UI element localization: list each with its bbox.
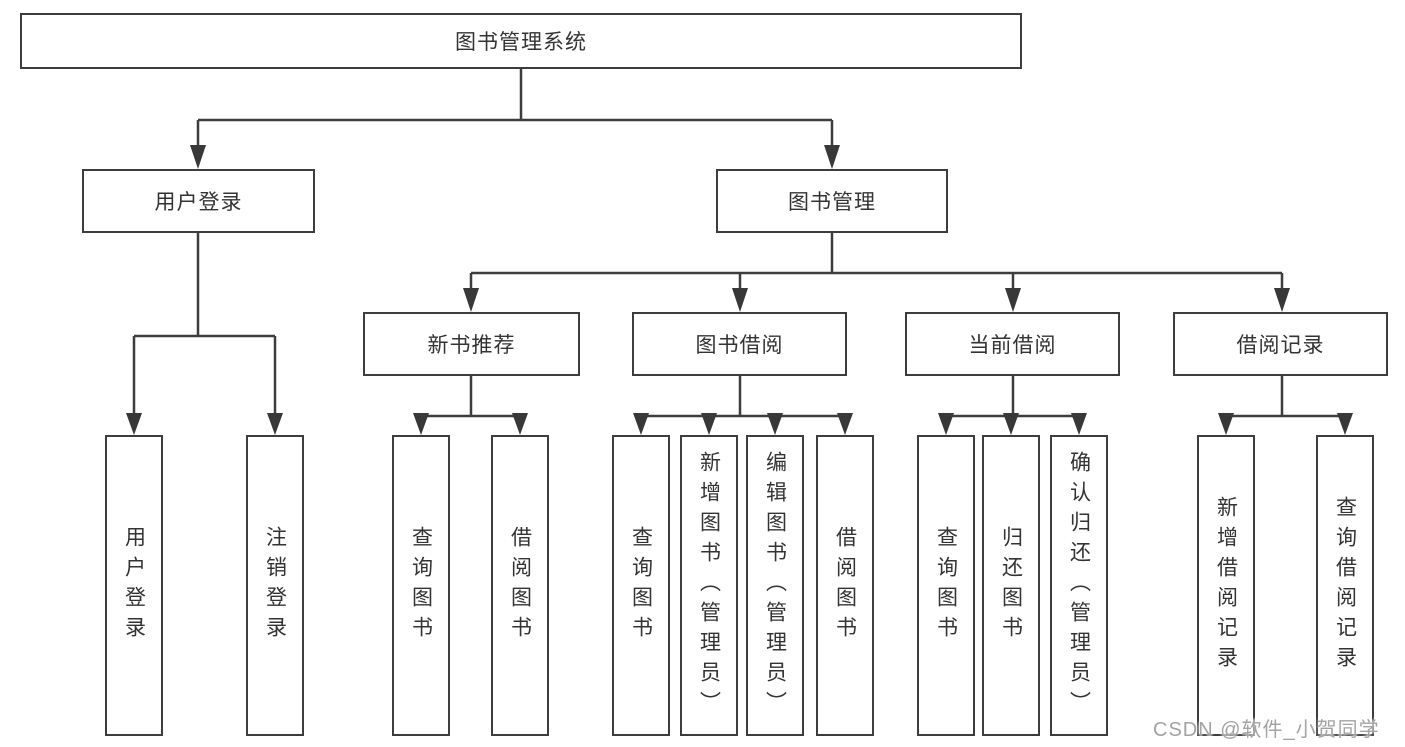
node-label: 确认归还（管理员） [1067, 450, 1091, 721]
node-label: 查询借阅记录 [1333, 495, 1357, 676]
leaf-return-books: 归还图书 [982, 435, 1040, 736]
leaf-query-borrow-record: 查询借阅记录 [1316, 435, 1374, 736]
leaf-edit-books-admin: 编辑图书（管理员） [746, 435, 804, 736]
node-borrowing-records: 借阅记录 [1173, 312, 1388, 376]
node-label: 借阅图书 [833, 525, 857, 646]
node-label: 用户登录 [154, 191, 243, 214]
node-label: 用户登录 [122, 525, 146, 646]
node-label: 注销登录 [263, 525, 287, 646]
node-label: 新书推荐 [427, 334, 516, 357]
leaf-user-login: 用户登录 [105, 435, 163, 736]
node-label: 图书借阅 [695, 334, 784, 357]
node-root-library-system: 图书管理系统 [20, 13, 1022, 69]
leaf-borrow-books: 借阅图书 [816, 435, 874, 736]
node-label: 图书管理系统 [455, 31, 587, 54]
leaf-query-books-recommend: 查询图书 [392, 435, 450, 736]
leaf-logout: 注销登录 [246, 435, 304, 736]
leaf-query-books-current: 查询图书 [917, 435, 975, 736]
node-current-borrowing: 当前借阅 [905, 312, 1120, 376]
node-label: 查询图书 [629, 525, 653, 646]
node-label: 借阅记录 [1236, 334, 1325, 357]
node-label: 归还图书 [999, 525, 1023, 646]
leaf-query-books-borrowing: 查询图书 [612, 435, 670, 736]
leaf-add-books-admin: 新增图书（管理员） [680, 435, 738, 736]
node-label: 新增图书（管理员） [697, 450, 721, 721]
leaf-borrow-books-recommend: 借阅图书 [491, 435, 549, 736]
node-new-book-recommendation: 新书推荐 [363, 312, 580, 376]
arrowheads [126, 145, 1353, 435]
node-label: 查询图书 [409, 525, 433, 646]
node-label: 查询图书 [934, 525, 958, 646]
node-book-management: 图书管理 [716, 169, 948, 233]
node-label: 编辑图书（管理员） [763, 450, 787, 721]
leaf-confirm-return-admin: 确认归还（管理员） [1050, 435, 1108, 736]
node-label: 当前借阅 [968, 334, 1057, 357]
node-label: 图书管理 [788, 191, 876, 214]
csdn-watermark: CSDN @软件_小贺同学 [1153, 719, 1380, 741]
node-label: 新增借阅记录 [1214, 495, 1238, 676]
node-user-login: 用户登录 [82, 169, 315, 233]
leaf-add-borrow-record: 新增借阅记录 [1197, 435, 1255, 736]
node-label: 借阅图书 [508, 525, 532, 646]
node-book-borrowing: 图书借阅 [632, 312, 847, 376]
